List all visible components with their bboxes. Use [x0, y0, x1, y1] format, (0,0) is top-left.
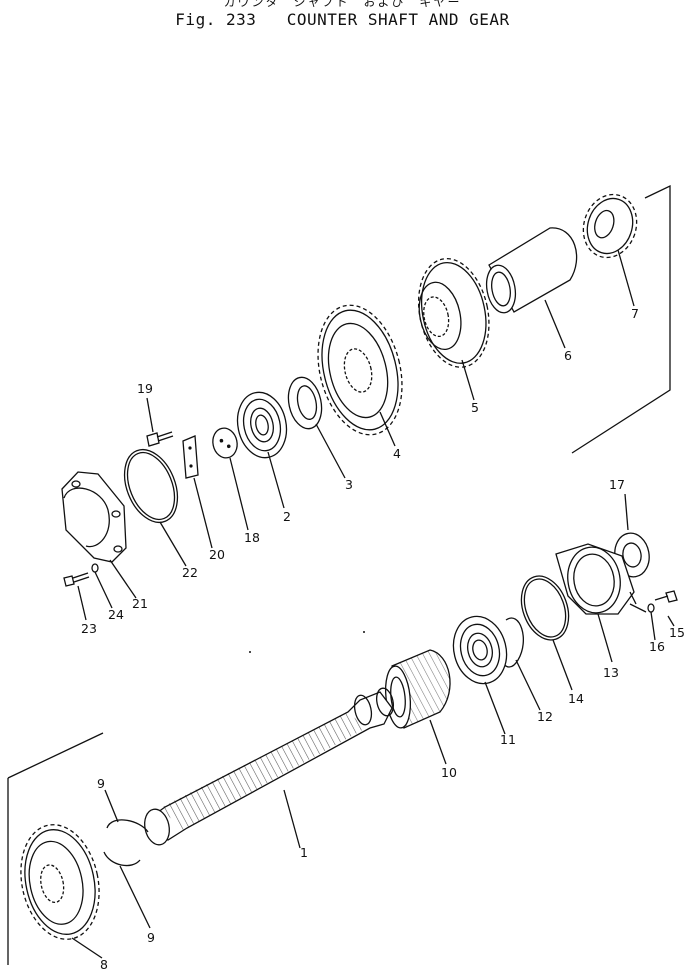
gear-icon-5	[417, 258, 490, 368]
part-label: 12	[537, 709, 553, 724]
bolt-icon-15	[654, 590, 678, 603]
spacer-ring-icon	[287, 376, 323, 430]
ball-bearing-icon-2	[236, 391, 288, 459]
figure-number: Fig. 233	[175, 10, 257, 29]
part-label: 9	[147, 930, 155, 945]
part-label: 21	[132, 596, 148, 611]
leader-lines	[71, 249, 675, 959]
stray-dots	[249, 631, 365, 653]
part-label: 20	[209, 547, 225, 562]
assembly-boundary-lower	[7, 732, 104, 965]
part-label: 18	[244, 530, 260, 545]
part-label: 2	[283, 509, 291, 524]
title-japanese: カウンタ シャフト および ギヤー	[223, 0, 462, 9]
part-label: 8	[100, 957, 108, 969]
part-label: 16	[649, 639, 665, 654]
sleeve-icon	[485, 227, 578, 314]
counter-shaft-icon	[144, 687, 394, 846]
part-label: 10	[441, 765, 457, 780]
splined-collar-icon	[384, 649, 451, 729]
part-label: 3	[345, 477, 353, 492]
snap-ring-icon-9b	[103, 851, 141, 867]
part-number-labels: 1 2 3 4 5 6 7 8 9 9 10 11 12 13 14 15 16…	[81, 306, 685, 969]
assembly-boundary-upper	[571, 184, 671, 454]
part-label: 14	[568, 691, 584, 706]
figure-title: Fig. 233 COUNTER SHAFT AND GEAR	[0, 10, 685, 29]
gear-icon-8	[20, 824, 100, 940]
small-gear-icon	[582, 193, 638, 259]
part-label: 11	[500, 732, 516, 747]
part-label: 9	[97, 776, 105, 791]
part-label: 22	[182, 565, 198, 580]
part-label: 5	[471, 400, 479, 415]
large-gear-icon	[317, 304, 403, 436]
part-label: 24	[108, 607, 124, 622]
plate-icon	[212, 427, 238, 459]
bearing-cage-icon	[555, 543, 635, 615]
part-label: 6	[564, 348, 572, 363]
o-ring-icon-22	[123, 448, 179, 524]
part-label: 17	[609, 477, 625, 492]
part-label: 13	[603, 665, 619, 680]
washer-icon-24	[91, 563, 99, 573]
part-label: 1	[300, 845, 308, 860]
washer-icon-16	[647, 603, 655, 613]
cover-icon	[61, 471, 127, 563]
figure-name: COUNTER SHAFT AND GEAR	[286, 10, 510, 29]
snap-ring-icon-9a	[106, 819, 149, 833]
part-label: 19	[137, 381, 153, 396]
part-label: 15	[669, 625, 685, 640]
snap-ring-icon-12	[501, 617, 524, 668]
bolt-icon-19	[146, 431, 174, 447]
o-ring-icon-14	[520, 575, 570, 641]
ball-bearing-icon-11	[452, 615, 508, 685]
lock-plate-icon	[182, 435, 199, 479]
bolt-icon-23	[63, 572, 90, 587]
part-label: 23	[81, 621, 97, 636]
part-label: 7	[631, 306, 639, 321]
part-label: 4	[393, 446, 401, 461]
